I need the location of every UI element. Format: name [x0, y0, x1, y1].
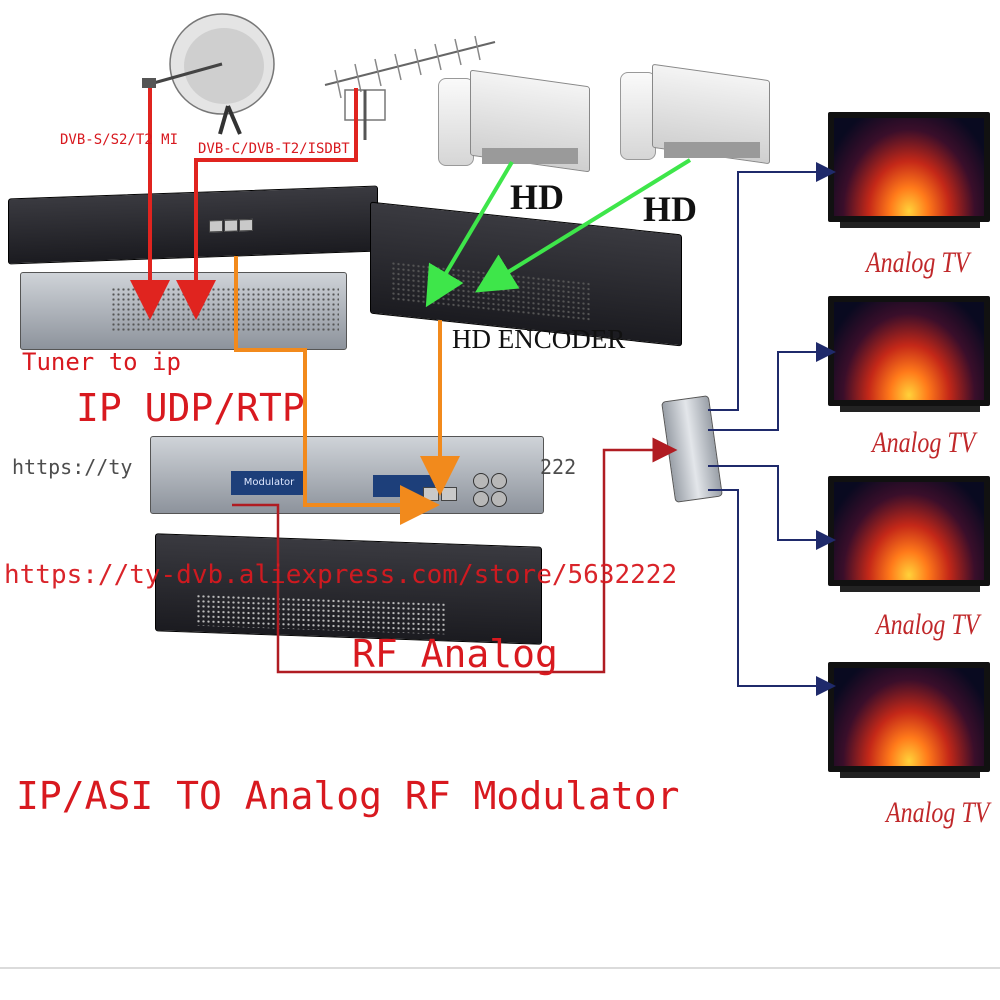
- modulator-device: Modulator: [150, 436, 544, 514]
- ip-feed-line-gateway: [234, 256, 440, 525]
- url-watermark-partial-left: https://ty: [12, 455, 133, 479]
- diagram-title: IP/ASI TO Analog RF Modulator: [16, 774, 680, 818]
- tv-stand: [840, 772, 980, 778]
- satellite-input-label: DVB-S/S2/T2 MI: [60, 132, 179, 148]
- rf-connector-icon: [473, 491, 489, 507]
- terrestrial-antenna-icon: [324, 35, 496, 140]
- tv-label-4: Analog TV: [886, 796, 990, 829]
- hd-encoder-label: HD ENCODER: [452, 324, 626, 354]
- satellite-dish-icon: [142, 13, 275, 135]
- url-watermark-partial-right: 222: [540, 455, 577, 479]
- terrestrial-input-label: DVB-C/DVB-T2/ISDBT: [198, 141, 350, 157]
- tv-stand: [840, 222, 980, 228]
- tuner-to-ip-label: Tuner to ip: [22, 348, 181, 376]
- tv-stand: [840, 586, 980, 592]
- analog-tv-3: [828, 476, 990, 586]
- tv-stand: [840, 406, 980, 412]
- hd-receiver-box-1-front: [482, 148, 578, 164]
- ip-udp-rtp-label: IP UDP/RTP: [76, 386, 305, 430]
- splitter-output-4: [708, 489, 836, 696]
- splitter-output-1: [708, 162, 836, 411]
- tv-label-1: Analog TV: [866, 246, 970, 279]
- hd-label-2: HD: [643, 189, 697, 229]
- rf-connector-icon: [491, 473, 507, 489]
- splitter-output-2: [708, 342, 836, 431]
- analog-tv-2: [828, 296, 990, 406]
- tv-label-2: Analog TV: [872, 426, 976, 459]
- hd-label-1: HD: [510, 177, 564, 217]
- hd-feed-line-1: [425, 160, 514, 308]
- terrestrial-feed-line: [176, 88, 358, 320]
- hd-receiver-box-2-front: [664, 142, 760, 158]
- rf-connector-icon: [473, 473, 489, 489]
- tv-label-3: Analog TV: [876, 608, 980, 641]
- rf-connector-icon: [491, 491, 507, 507]
- hd-feed-line-2: [474, 158, 692, 293]
- url-watermark: https://ty-dvb.aliexpress.com/store/5632…: [4, 560, 678, 590]
- rf-analog-label: RF Analog: [352, 632, 558, 676]
- analog-tv-1: [828, 112, 990, 222]
- analog-tv-4: [828, 662, 990, 772]
- rf-output-line: [232, 437, 678, 674]
- modulator-display: Modulator: [231, 471, 307, 495]
- splitter-output-3: [708, 465, 836, 550]
